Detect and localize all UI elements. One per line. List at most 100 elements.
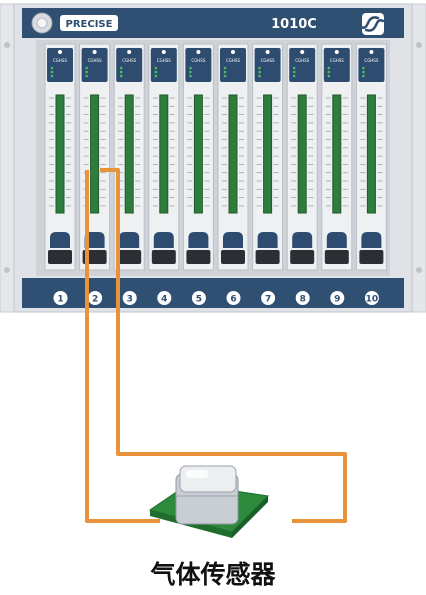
terminal-connector	[332, 94, 342, 214]
module-header	[116, 48, 143, 82]
module-card: CGHSS	[44, 43, 76, 271]
status-led-icon	[258, 70, 261, 74]
module-label: CGHSS	[226, 58, 240, 63]
module-card: CGHSS	[113, 43, 145, 271]
terminal-connector	[90, 94, 100, 214]
slot-number-badge	[295, 291, 310, 305]
module-label: CGHSS	[88, 58, 102, 63]
status-led-icon	[362, 66, 365, 70]
bottom-bar	[22, 278, 404, 308]
module-card: CGHSS	[79, 43, 111, 271]
terminal-connector	[124, 94, 134, 214]
slot-number-label: 6	[230, 295, 236, 305]
module-card: CGHSS	[321, 43, 353, 271]
slot-number-badge	[330, 291, 345, 305]
status-led-icon	[119, 66, 123, 70]
slot-number-badge	[157, 291, 172, 305]
rack-ear-right	[411, 3, 426, 313]
status-led-icon	[189, 74, 192, 78]
status-led-icon	[327, 70, 331, 74]
terminal-connector	[366, 94, 376, 214]
terminal-connector	[228, 94, 238, 214]
sensor-pcb-edge	[232, 496, 268, 538]
module-group: CGHSS CGHSS CGHSS CGHSS CGHSS CGHSS CGHSS CGHSS…	[44, 43, 387, 271]
status-led-icon	[223, 74, 227, 78]
module-header	[254, 48, 281, 82]
module-ejector	[117, 250, 142, 264]
module-label: CGHSS	[122, 58, 136, 63]
module-ejector	[151, 250, 176, 264]
slot-number-label: 5	[196, 295, 202, 305]
slot-number-badge	[226, 291, 241, 305]
model-label: 1010C	[271, 17, 317, 32]
module-card: CGHSS	[286, 43, 318, 271]
module-label: CGHSS	[191, 58, 205, 63]
status-led-icon	[362, 74, 365, 78]
rack-ear-hole	[416, 267, 422, 273]
module-handle-icon	[119, 232, 140, 248]
terminal-connector	[193, 94, 203, 214]
status-led-icon	[223, 70, 227, 74]
slot-number-label: 4	[161, 295, 167, 305]
status-led-icon	[189, 66, 192, 70]
module-handle-icon	[153, 232, 174, 248]
power-knob-center	[36, 17, 48, 29]
module-ejector	[221, 250, 245, 264]
slot-number-label: 2	[92, 295, 98, 305]
module-label: CGHSS	[364, 58, 378, 63]
status-led-icon	[292, 70, 296, 74]
status-led-icon	[50, 70, 54, 74]
module-handle-icon	[84, 232, 105, 248]
module-card: CGHSS	[182, 43, 214, 271]
module-screw-icon	[196, 50, 201, 54]
slot-number-badge	[122, 291, 137, 305]
module-screw-icon	[161, 50, 166, 54]
module-card: CGHSS	[252, 43, 284, 271]
module-ejector	[186, 250, 211, 264]
module-label: CGHSS	[53, 58, 67, 63]
module-screw-icon	[300, 50, 305, 54]
wire-right	[100, 168, 347, 523]
module-card: CGHSS	[355, 43, 387, 271]
rack-ear-left	[0, 3, 15, 313]
status-led-icon	[119, 74, 123, 78]
module-header	[358, 48, 385, 82]
status-led-icon	[154, 70, 158, 74]
slot-number-label: 9	[334, 295, 340, 305]
status-led-icon	[258, 66, 261, 70]
slot-number-badge	[88, 291, 103, 305]
slot-number-label: 1	[57, 295, 63, 305]
module-label: CGHSS	[295, 58, 309, 63]
status-led-icon	[85, 66, 88, 70]
module-ejector	[324, 250, 349, 264]
rack-ear-hole	[4, 42, 10, 48]
status-led-icon	[85, 70, 88, 74]
status-led-icon	[327, 66, 331, 70]
terminal-connector	[55, 94, 65, 214]
terminal-connector	[263, 94, 273, 214]
module-label: CGHSS	[330, 58, 344, 63]
module-screw-icon	[231, 50, 235, 54]
module-card: CGHSS	[217, 43, 249, 271]
rack-ear-hole	[416, 42, 422, 48]
sensor-can-top	[179, 465, 237, 493]
module-header	[47, 48, 73, 82]
module-ejector	[255, 250, 280, 264]
slot-number-label: 3	[127, 295, 133, 305]
module-header	[150, 48, 177, 82]
status-led-icon	[362, 70, 365, 74]
module-ejector	[290, 250, 315, 264]
module-handle-icon	[292, 232, 313, 248]
slot-number-label: 7	[265, 295, 271, 305]
brand-label: PRECISE	[66, 19, 113, 30]
module-screw-icon	[92, 50, 97, 54]
slot-number-badge	[261, 291, 276, 305]
slot-number-label: 10	[366, 295, 379, 305]
module-handle-icon	[257, 232, 278, 248]
module-handle-icon	[50, 232, 70, 248]
module-screw-icon	[265, 50, 270, 54]
module-header	[185, 48, 212, 82]
status-led-icon	[50, 66, 54, 70]
status-led-icon	[119, 70, 123, 74]
